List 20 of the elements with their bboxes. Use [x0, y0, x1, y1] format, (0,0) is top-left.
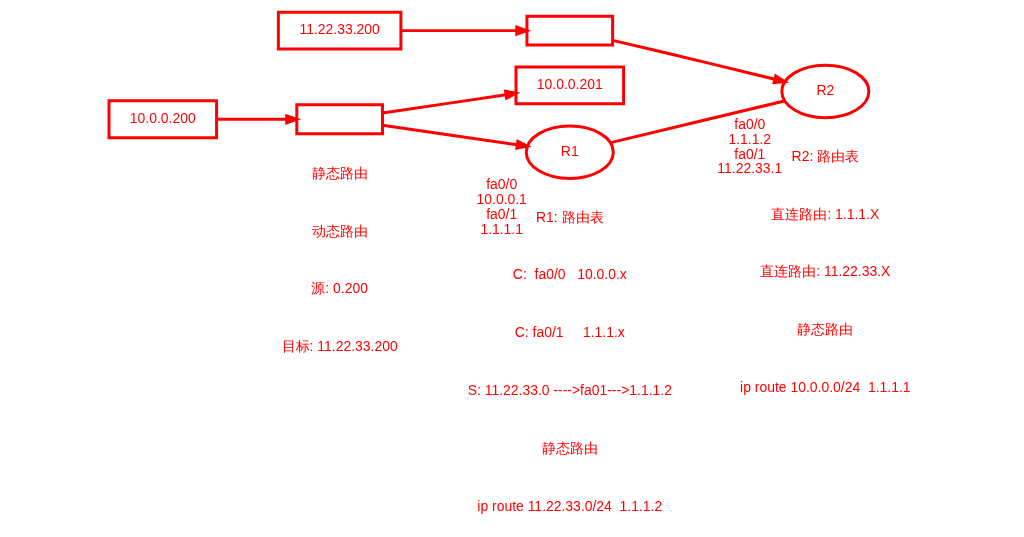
- label: ip route 10.0.0.0/24 1.1.1.1: [739, 379, 911, 395]
- node-label: fa0/1: [733, 145, 765, 162]
- label: 直连路由: 11.22.33.X: [759, 263, 890, 280]
- label: 静态路由: [541, 439, 598, 456]
- label: 目标: 11.22.33.200: [281, 338, 398, 355]
- label: S: 11.22.33.0 ---->fa01--->1.1.1.2: [467, 381, 672, 398]
- node-label: 1.1.1.2: [727, 130, 771, 147]
- node-label: 1.1.1.1: [479, 221, 523, 238]
- label: 静态路由: [796, 321, 853, 338]
- label: C: fa0/1 1.1.1.x: [514, 324, 625, 341]
- label: 直连路由: 1.1.1.X: [770, 205, 879, 222]
- label: C: fa0/0 10.0.0.x: [512, 266, 627, 283]
- label: 源: 0.200: [310, 280, 368, 297]
- node-label: 10.0.0.1: [476, 191, 527, 208]
- label: 动态路由: [311, 222, 368, 239]
- node-label: fa0/0: [485, 176, 517, 193]
- node-label: fa0/0: [733, 115, 765, 132]
- label: ip route 11.22.33.0/24 1.1.1.2: [476, 497, 662, 514]
- node-label: 11.22.33.1: [716, 160, 782, 177]
- node-label: fa0/1: [485, 206, 517, 223]
